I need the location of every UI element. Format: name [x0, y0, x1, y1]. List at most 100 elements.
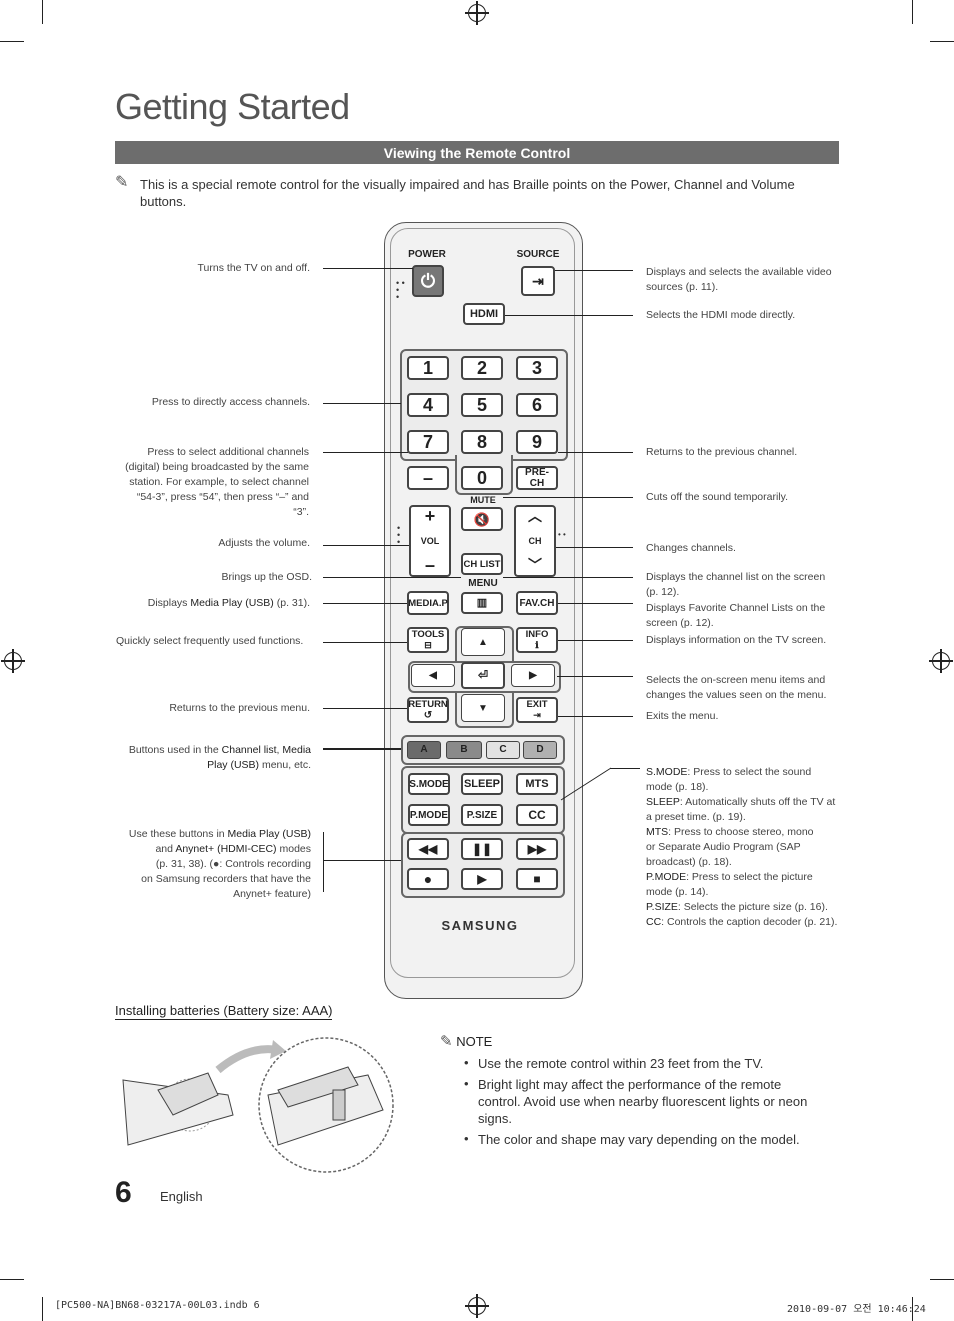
enter-button[interactable]: ⏎ — [461, 662, 505, 689]
pause-button[interactable]: ❚❚ — [461, 838, 503, 860]
color-a-button[interactable]: A — [407, 741, 441, 759]
digit-7-button[interactable]: 7 — [407, 430, 449, 454]
key-term: Media — [282, 744, 311, 756]
sleep-button[interactable]: SLEEP — [461, 773, 503, 795]
s-mode-button[interactable]: S.MODE — [408, 773, 450, 795]
leader-line — [323, 708, 407, 709]
info-button[interactable]: INFO ℹ — [516, 627, 558, 653]
dash-desc: Press to select additional channels (dig… — [100, 445, 309, 520]
mts-button[interactable]: MTS — [516, 773, 558, 795]
key-term: Anynet+ (HDMI-CEC) — [175, 843, 277, 855]
digit-5-button[interactable]: 5 — [461, 393, 503, 417]
desc-line: changes the values seen on the menu. — [646, 689, 827, 701]
note-list: Use the remote control within 23 feet fr… — [462, 1054, 827, 1152]
footer-timestamp: 2010-09-07 오전 10:46:24 — [787, 1304, 926, 1315]
desc-line: a preset time. (p. 19). — [646, 811, 746, 823]
chevron-up-icon: ︿ — [528, 508, 542, 524]
dash-desc-line: station. For example, to select channel — [129, 476, 309, 488]
record-icon: ● — [423, 870, 433, 887]
key-term: Play (USB) — [207, 759, 260, 771]
page-number: 6 — [115, 1176, 132, 1209]
p-size-button[interactable]: P.SIZE — [461, 804, 503, 826]
key-term: Channel list — [221, 744, 277, 756]
digit-4-button[interactable]: 4 — [407, 393, 449, 417]
tools-button[interactable]: TOOLS ⊟ — [407, 627, 449, 653]
arrow-up-icon: ▲ — [478, 636, 488, 648]
color-b-button[interactable]: B — [446, 741, 482, 759]
registration-mark-icon — [465, 1294, 489, 1318]
enter-icon: ⏎ — [477, 668, 489, 682]
crop-mark — [930, 41, 954, 42]
power-button[interactable]: ⏻ — [412, 265, 444, 297]
dash-desc-line: “3”. — [293, 506, 309, 518]
pre-ch-button[interactable]: PRE-CH — [516, 466, 558, 490]
leader-diagonal — [560, 767, 612, 801]
digit-0-button[interactable]: 0 — [461, 466, 503, 490]
digit-6-button[interactable]: 6 — [516, 393, 558, 417]
up-arrow-button[interactable]: ▲ — [461, 628, 505, 656]
media-p-button[interactable]: MEDIA.P — [407, 591, 449, 615]
desc-line: P.MODE: Press to select the picture — [646, 870, 846, 885]
rewind-button[interactable]: ◀◀ — [407, 838, 449, 860]
pre-ch-desc: Returns to the previous channel. — [646, 446, 798, 458]
text-run: Displays — [147, 597, 191, 609]
digit-2-button[interactable]: 2 — [461, 356, 503, 380]
text-run: : Press to select the picture — [686, 871, 813, 883]
record-button[interactable]: ● — [407, 868, 449, 890]
ch-list-desc: Displays the channel list on the screen … — [646, 570, 846, 600]
left-arrow-button[interactable]: ◀ — [411, 664, 455, 687]
desc-line: Buttons used in the Channel list, Media — [100, 743, 311, 758]
digit-3-button[interactable]: 3 — [516, 356, 558, 380]
volume-rocker[interactable]: + VOL – — [409, 505, 451, 577]
vol-label: VOL — [420, 535, 440, 546]
digit-9-button[interactable]: 9 — [516, 430, 558, 454]
text-run: , — [276, 744, 283, 756]
page-title: Getting Started — [115, 86, 350, 127]
exit-button[interactable]: EXIT ⇥ — [516, 697, 558, 723]
exit-desc: Exits the menu. — [646, 710, 719, 722]
hdmi-button[interactable]: HDMI — [463, 303, 505, 325]
power-caption: POWER — [408, 249, 446, 260]
menu-button[interactable]: ▥ — [461, 592, 503, 614]
info-icon: ℹ — [535, 640, 539, 650]
crop-mark — [930, 1279, 954, 1280]
desc-line: S.MODE: Press to select the sound — [646, 765, 846, 780]
source-button[interactable]: ⇥ — [521, 266, 555, 296]
mute-button[interactable]: 🔇 — [461, 507, 503, 531]
leader-line — [503, 577, 633, 578]
desc-line: broadcast) (p. 18). — [646, 856, 732, 868]
digit-1-button[interactable]: 1 — [407, 356, 449, 380]
fav-ch-button[interactable]: FAV.CH — [516, 591, 558, 615]
right-arrow-button[interactable]: ▶ — [511, 664, 555, 687]
crop-mark — [0, 1279, 24, 1280]
desc-line: sources (p. 11). — [646, 281, 719, 293]
leader-line — [555, 270, 633, 271]
arrow-down-icon: ▼ — [478, 702, 488, 714]
digit-8-button[interactable]: 8 — [461, 430, 503, 454]
desc-line: and Anynet+ (HDMI-CEC) modes — [100, 842, 311, 857]
fast-forward-button[interactable]: ▶▶ — [516, 838, 558, 860]
down-arrow-button[interactable]: ▼ — [461, 694, 505, 722]
ch-list-button[interactable]: CH LIST — [461, 553, 503, 575]
leader-line — [323, 642, 407, 643]
p-mode-button[interactable]: P.MODE — [408, 804, 450, 826]
leader-line — [323, 860, 401, 861]
minus-icon: – — [424, 555, 435, 575]
color-d-button[interactable]: D — [523, 741, 557, 759]
leader-line — [503, 497, 633, 498]
dash-button[interactable]: – — [407, 466, 449, 490]
dash-desc-line: Press to select additional channels — [147, 446, 309, 458]
channel-rocker[interactable]: ︿ CH ﹀ — [514, 505, 556, 577]
source-caption: SOURCE — [516, 249, 560, 260]
return-button[interactable]: RETURN ↺ — [407, 697, 449, 723]
media-play-desc: Displays Media Play (USB) (p. 31). — [110, 596, 310, 611]
tools-desc: Quickly select frequently used functions… — [116, 635, 304, 647]
cc-button[interactable]: CC — [516, 804, 558, 826]
color-c-button[interactable]: C — [486, 741, 520, 759]
registration-mark-icon — [1, 649, 25, 673]
play-button[interactable]: ▶ — [461, 868, 503, 890]
menu-caption: MENU — [468, 578, 498, 589]
tools-icon: ⊟ — [424, 640, 432, 650]
text-run: Use these buttons in — [128, 828, 228, 840]
stop-button[interactable]: ■ — [516, 868, 558, 890]
